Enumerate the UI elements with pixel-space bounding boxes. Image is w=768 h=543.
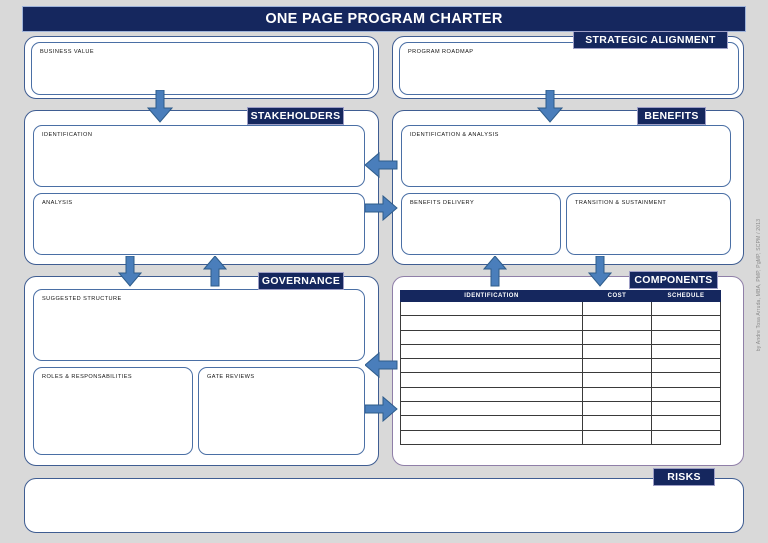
components-col-schedule: SCHEDULE (651, 290, 721, 302)
components-table-cell[interactable] (651, 401, 721, 417)
panel-stakeholders: IDENTIFICATION ANALYSIS (24, 110, 379, 265)
page-title-text: ONE PAGE PROGRAM CHARTER (265, 11, 503, 27)
panel-risks[interactable] (24, 478, 744, 533)
components-table-cell[interactable] (651, 329, 721, 345)
arrow-right-icon-stakeholders-to-benefits (365, 195, 398, 221)
components-table-cell[interactable] (400, 315, 583, 331)
components-table-cell[interactable] (400, 401, 583, 417)
components-table-cell[interactable] (400, 386, 583, 403)
panel-governance: SUGGESTED STRUCTURE ROLES & RESPONSABILI… (24, 276, 379, 466)
panel-benefits: IDENTIFICATION & ANALYSIS BENEFITS DELIV… (392, 110, 744, 265)
components-table-cell[interactable] (651, 415, 721, 431)
components-table-cell[interactable] (651, 315, 721, 331)
tag-benefits: BENEFITS (637, 107, 706, 125)
arrow-down-icon-benefits-to-components (588, 256, 612, 287)
arrow-up-icon-components-to-benefits (483, 256, 507, 287)
field-label-governance-roles-responsabilities: ROLES & RESPONSABILITIES (42, 374, 133, 380)
author-credit-text: by Andre Tosa Arruda, MBA, PMP, PgMP, SC… (756, 218, 762, 352)
tag-stakeholders: STAKEHOLDERS (247, 107, 344, 125)
page-title: ONE PAGE PROGRAM CHARTER (22, 6, 746, 32)
field-label-benefits-transition-sustainment: TRANSITION & SUSTAINMENT (575, 200, 667, 206)
tag-label-strategic-alignment: STRATEGIC ALIGNMENT (585, 34, 716, 46)
field-label-benefits-identification-analysis: IDENTIFICATION & ANALYSIS (410, 132, 499, 138)
arrow-left-icon-components-to-governance (365, 352, 398, 378)
components-table-cell[interactable] (582, 300, 652, 317)
field-label-program-roadmap: PROGRAM ROADMAP (408, 49, 474, 55)
arrow-up-icon-governance-to-stakeholders (203, 256, 227, 287)
components-table-cell[interactable] (582, 358, 652, 374)
components-table-cell[interactable] (400, 329, 583, 345)
field-program-roadmap[interactable]: PROGRAM ROADMAP (399, 42, 739, 95)
panel-business-value: BUSINESS VALUE (24, 36, 379, 99)
field-label-stakeholders-analysis: ANALYSIS (42, 200, 73, 206)
components-table[interactable]: IDENTIFICATION COST SCHEDULE (400, 290, 721, 445)
field-label-stakeholders-identification: IDENTIFICATION (42, 132, 93, 138)
components-table-cell[interactable] (400, 343, 583, 360)
components-table-cell[interactable] (400, 372, 583, 388)
components-table-row[interactable] (400, 401, 721, 417)
components-table-header-row: IDENTIFICATION COST SCHEDULE (400, 290, 721, 302)
components-table-cell[interactable] (582, 343, 652, 360)
field-label-governance-suggested-structure: SUGGESTED STRUCTURE (42, 296, 122, 302)
field-label-governance-gate-reviews: GATE REVIEWS (207, 374, 255, 380)
components-table-row[interactable] (400, 358, 721, 374)
components-table-row[interactable] (400, 372, 721, 388)
components-table-cell[interactable] (582, 429, 652, 445)
components-table-cell[interactable] (582, 401, 652, 417)
tag-label-governance: GOVERNANCE (261, 275, 341, 287)
components-table-cell[interactable] (582, 386, 652, 403)
field-stakeholders-analysis[interactable]: ANALYSIS (33, 193, 365, 255)
components-col-identification: IDENTIFICATION (400, 290, 583, 302)
components-col-cost: COST (582, 290, 652, 302)
tag-risks: RISKS (653, 468, 715, 486)
components-table-cell[interactable] (651, 358, 721, 374)
components-table-row[interactable] (400, 415, 721, 431)
field-benefits-transition-sustainment[interactable]: TRANSITION & SUSTAINMENT (566, 193, 731, 255)
components-table-row[interactable] (400, 329, 721, 345)
tag-label-components: COMPONENTS (634, 274, 713, 286)
author-credit: by Andre Tosa Arruda, MBA, PMP, PgMP, SC… (752, 190, 766, 380)
field-label-benefits-delivery: BENEFITS DELIVERY (410, 200, 475, 206)
components-table-cell[interactable] (582, 329, 652, 345)
field-governance-gate-reviews[interactable]: GATE REVIEWS (198, 367, 365, 455)
components-table-row[interactable] (400, 343, 721, 360)
arrow-right-icon-governance-to-components (365, 396, 398, 422)
tag-label-stakeholders: STAKEHOLDERS (250, 110, 341, 122)
field-stakeholders-identification[interactable]: IDENTIFICATION (33, 125, 365, 187)
components-table-cell[interactable] (651, 386, 721, 403)
components-table-cell[interactable] (400, 415, 583, 431)
components-table-cell[interactable] (651, 429, 721, 445)
components-table-cell[interactable] (582, 415, 652, 431)
arrow-left-icon-benefits-to-stakeholders (365, 152, 398, 178)
field-benefits-identification-analysis[interactable]: IDENTIFICATION & ANALYSIS (401, 125, 731, 187)
field-business-value[interactable]: BUSINESS VALUE (31, 42, 374, 95)
components-table-cell[interactable] (651, 372, 721, 388)
components-table-cell[interactable] (582, 372, 652, 388)
tag-strategic-alignment: STRATEGIC ALIGNMENT (573, 31, 728, 49)
components-table-cell[interactable] (400, 300, 583, 317)
components-table-cell[interactable] (400, 429, 583, 445)
field-label-business-value: BUSINESS VALUE (40, 49, 95, 55)
components-table-row[interactable] (400, 386, 721, 403)
tag-components: COMPONENTS (629, 271, 718, 289)
components-table-cell[interactable] (582, 315, 652, 331)
tag-governance: GOVERNANCE (258, 272, 344, 290)
components-table-row[interactable] (400, 429, 721, 445)
components-table-cell[interactable] (651, 343, 721, 360)
components-table-row[interactable] (400, 300, 721, 317)
tag-label-risks: RISKS (667, 471, 701, 483)
components-table-cell[interactable] (400, 358, 583, 374)
arrow-down-icon-alignment-to-stakeholders (147, 90, 173, 123)
components-table-cell[interactable] (651, 300, 721, 317)
components-table-body (400, 300, 721, 445)
components-table-row[interactable] (400, 315, 721, 331)
arrow-down-icon-stakeholders-to-governance (118, 256, 142, 287)
field-governance-roles-responsabilities[interactable]: ROLES & RESPONSABILITIES (33, 367, 193, 455)
tag-label-benefits: BENEFITS (644, 110, 699, 122)
arrow-down-icon-alignment-to-benefits (537, 90, 563, 123)
field-benefits-delivery[interactable]: BENEFITS DELIVERY (401, 193, 561, 255)
field-governance-suggested-structure[interactable]: SUGGESTED STRUCTURE (33, 289, 365, 361)
